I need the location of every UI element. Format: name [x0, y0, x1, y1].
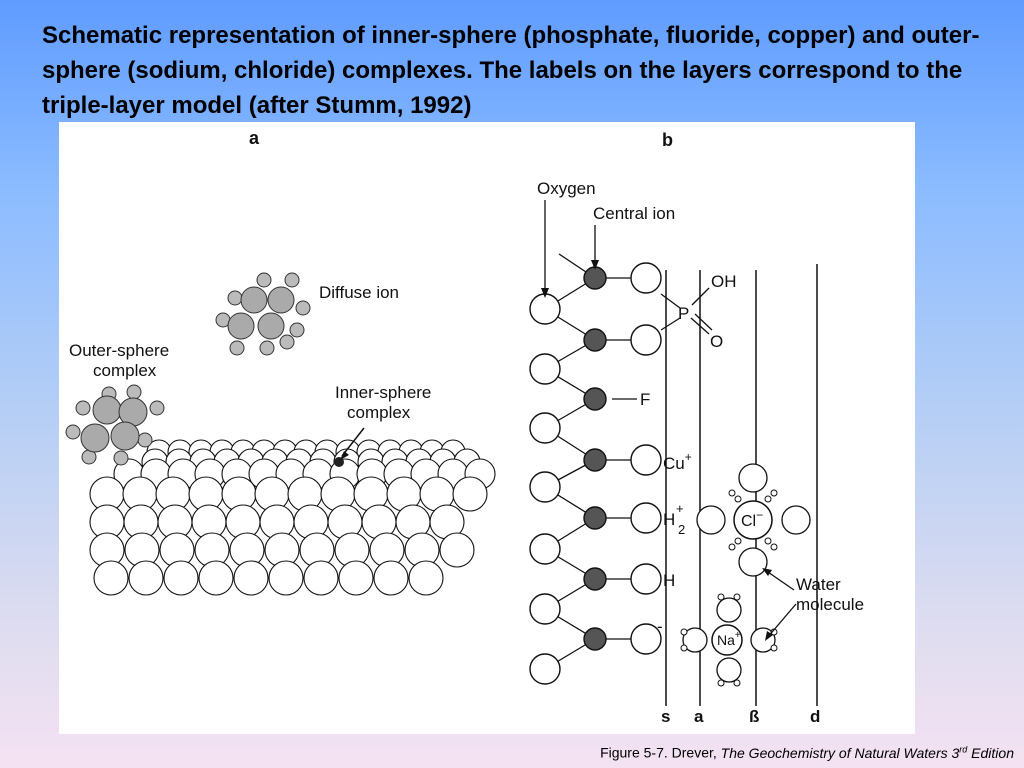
surface-atom: [439, 532, 475, 568]
surface-chain: [529, 262, 662, 685]
mineral-surface: [89, 439, 496, 596]
chloride-complex: [696, 463, 811, 577]
water-label-2: molecule: [796, 595, 864, 614]
surface-oxygen-atom: [630, 444, 662, 476]
central-ion-bond-stub: [558, 253, 587, 273]
water-arrow-upper: [764, 569, 795, 591]
h2-superscript: +: [676, 501, 684, 516]
o-double-bond-2: [694, 313, 713, 331]
surface-atom: [452, 476, 488, 512]
caption-book-title: The Geochemistry of Natural Waters 3: [720, 744, 960, 761]
plane-label-beta: ß: [749, 707, 759, 726]
central-ion-arrowhead: [591, 260, 599, 270]
central-ion-atom: [583, 627, 607, 651]
sodium-label: Na+: [717, 630, 741, 648]
plane-label-d: d: [810, 707, 820, 726]
plane-label-s: s: [661, 707, 670, 726]
surface-atom: [198, 560, 234, 596]
water-label-1: Water: [796, 575, 841, 594]
central-ion-atom: [583, 266, 607, 290]
figure-caption: Figure 5-7. Drever, The Geochemistry of …: [600, 744, 1014, 761]
slide-title: Schematic representation of inner-sphere…: [42, 22, 980, 119]
panel-b: b Oxygen Central ion P OH O: [529, 130, 864, 726]
figure-panel: a Diffuse i: [59, 122, 915, 734]
oxygen-atom: [529, 533, 561, 565]
central-ion-atom: [583, 506, 607, 530]
water-arrow-lower: [766, 603, 797, 639]
oxygen-arrowhead: [541, 288, 549, 298]
panel-a-label: a: [249, 128, 260, 148]
phosphate-bond-upper: [660, 293, 681, 309]
h2-label: H: [663, 510, 675, 529]
outer-sphere-label-1: Outer-sphere: [69, 341, 169, 360]
sodium-complex: [680, 593, 778, 687]
oxygen-atom: [529, 471, 561, 503]
outer-sphere-label-2: complex: [93, 361, 157, 380]
caption-prefix: Figure 5-7. Drever,: [600, 744, 721, 761]
surface-oxygen-atom: [630, 563, 662, 595]
chloride-label: Cl−: [741, 508, 763, 530]
surface-atom: [268, 560, 304, 596]
central-ion-atom: [583, 387, 607, 411]
surface-oxygen-atom: [630, 262, 662, 294]
caption-suffix: Edition: [967, 744, 1014, 761]
oxygen-atom: [529, 293, 561, 325]
inner-sphere-pointer: [341, 427, 365, 457]
minus-label: -: [657, 617, 663, 636]
phosphorus-label: P: [678, 304, 689, 323]
panel-b-label: b: [662, 130, 673, 150]
inner-sphere-label-1: Inner-sphere: [335, 383, 431, 402]
inner-sphere-atom: [334, 457, 344, 467]
caption-superscript: rd: [959, 744, 968, 754]
central-ion-atom: [583, 567, 607, 591]
inner-sphere-label-2: complex: [347, 403, 411, 422]
surface-atom: [303, 560, 339, 596]
phosphate-bond-lower: [660, 317, 681, 331]
water-arrowhead-lower: [765, 631, 773, 641]
surface-oxygen-atom: [630, 502, 662, 534]
diffuse-ion-label: Diffuse ion: [319, 283, 399, 302]
oxygen-atom: [529, 593, 561, 625]
fluoride-label: F: [640, 390, 650, 409]
diffuse-ion-cluster: [215, 272, 311, 356]
surface-atom: [373, 560, 409, 596]
oh-label: OH: [711, 272, 737, 291]
h2-subscript: 2: [678, 522, 685, 537]
surface-atom: [233, 560, 269, 596]
outer-sphere-cluster: [65, 384, 165, 466]
oxygen-atom: [529, 353, 561, 385]
copper-label: Cu+: [663, 450, 692, 473]
surface-atom: [93, 560, 129, 596]
central-ion-atom: [583, 328, 607, 352]
oxygen-atom: [529, 412, 561, 444]
surface-oxygen-atom: [630, 324, 662, 356]
surface-atom: [338, 560, 374, 596]
panel-a: a Diffuse i: [65, 128, 496, 596]
oxygen-atom: [529, 653, 561, 685]
central-ion-label: Central ion: [593, 204, 675, 223]
surface-atom: [408, 560, 444, 596]
water-arrowhead-upper: [762, 568, 772, 576]
hydrogen-label: H: [663, 571, 675, 590]
o-double-bond-1: [690, 317, 710, 335]
oxygen-label: Oxygen: [537, 179, 596, 198]
inner-sphere-arrowhead: [340, 451, 349, 460]
oh-bond: [691, 287, 710, 306]
surface-atom: [163, 560, 199, 596]
surface-oxygen-atom: [630, 623, 662, 655]
oxygen-double-label: O: [710, 332, 723, 351]
plane-label-a: a: [694, 707, 704, 726]
central-ion-atom: [583, 448, 607, 472]
surface-atom: [128, 560, 164, 596]
